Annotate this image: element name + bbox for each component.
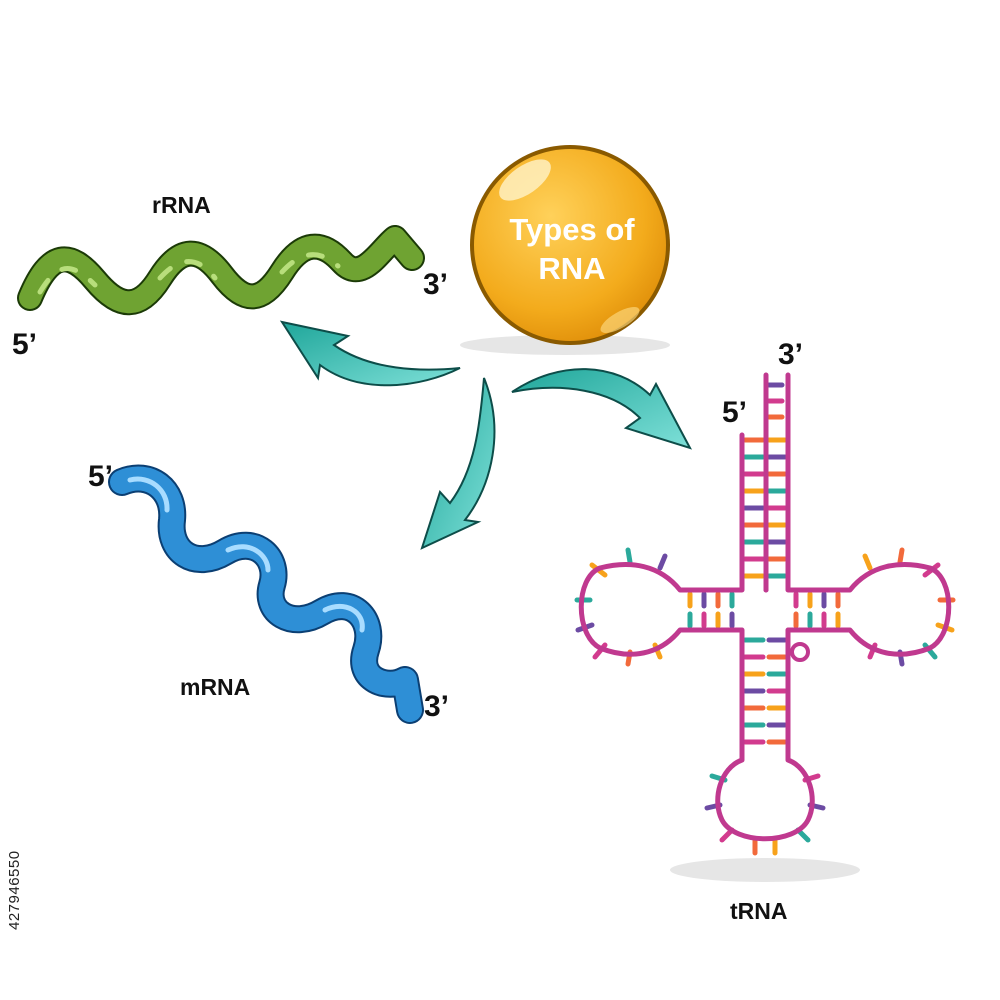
rrna-5prime-label: 5’	[12, 328, 38, 361]
mrna-strand	[108, 464, 424, 724]
trna-base-tick	[862, 553, 873, 571]
rrna-label: rRNA	[152, 192, 211, 218]
mrna-label: mRNA	[180, 674, 251, 700]
arrow-to-rrna	[279, 320, 461, 387]
mrna-5prime-label: 5’	[88, 460, 114, 493]
trna-3prime-label: 3’	[778, 338, 804, 371]
stock-id-text: 427946550	[6, 850, 23, 930]
arrow-to-mrna	[420, 377, 496, 550]
trna-base-pairs	[574, 382, 956, 856]
rrna-3prime-label: 3’	[423, 268, 449, 301]
trna-base-tick	[625, 547, 633, 565]
center-title: Types of RNA	[472, 210, 672, 288]
trna-shadow	[670, 858, 860, 882]
types-of-rna-ball	[470, 145, 670, 345]
trna-structure	[574, 372, 956, 856]
trna-5prime-label: 5’	[722, 396, 748, 429]
trna-base-tick	[897, 547, 905, 565]
arrow-to-trna	[511, 368, 693, 450]
rrna-strand	[17, 225, 425, 316]
trna-label: tRNA	[730, 898, 788, 924]
center-title-line1: Types of	[509, 212, 635, 247]
mrna-3prime-label: 3’	[424, 690, 450, 723]
center-title-line2: RNA	[538, 251, 606, 286]
trna-base-tick	[657, 553, 668, 571]
center-shadow	[460, 335, 670, 355]
